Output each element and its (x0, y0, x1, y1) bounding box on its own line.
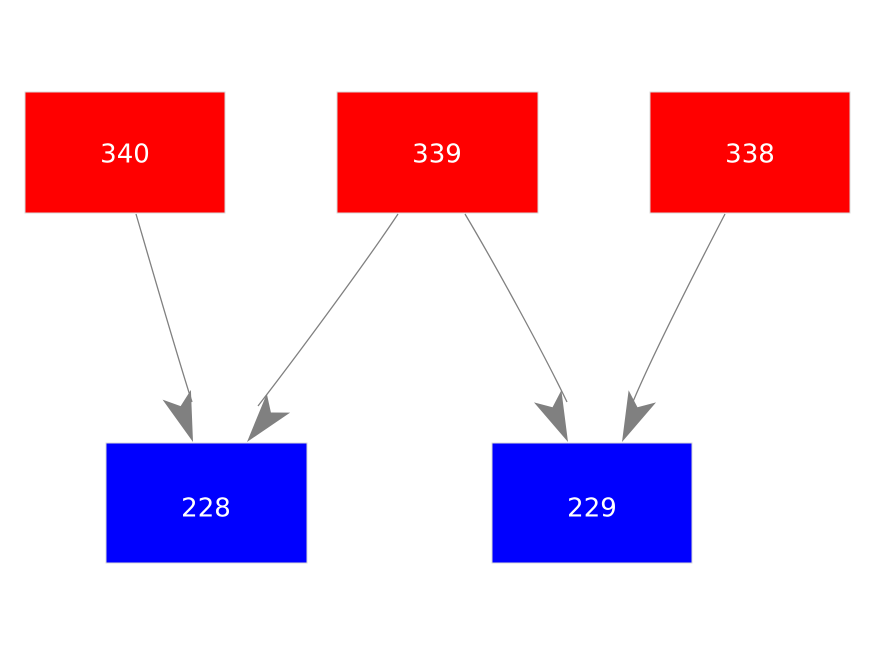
node-228-label: 228 (181, 494, 231, 524)
node-340[interactable]: 340 (24, 91, 226, 214)
edge-line (257, 213, 399, 407)
node-layer: 340 339 338 228 229 (24, 91, 851, 564)
node-229-box[interactable] (491, 442, 693, 564)
node-228-box[interactable] (105, 442, 308, 564)
edge-line (135, 213, 193, 403)
arrowhead-icon (247, 393, 291, 442)
edge-339-to-228[interactable] (235, 213, 399, 451)
node-338[interactable]: 338 (649, 91, 851, 214)
node-338-label: 338 (725, 140, 775, 170)
node-339-label: 339 (412, 140, 462, 170)
arrowhead-icon (533, 390, 568, 442)
node-339[interactable]: 339 (336, 91, 539, 214)
node-229[interactable]: 229 (491, 442, 693, 564)
arrowhead-icon (622, 390, 657, 442)
node-340-box[interactable] (24, 91, 226, 214)
arrowhead-icon (162, 389, 193, 442)
edge-layer (135, 213, 726, 451)
node-339-box[interactable] (336, 91, 539, 214)
edge-340-to-228[interactable] (135, 213, 207, 447)
node-229-label: 229 (567, 494, 617, 524)
edge-line (631, 213, 726, 405)
node-338-box[interactable] (649, 91, 851, 214)
edge-338-to-229[interactable] (608, 213, 726, 448)
edge-339-to-229[interactable] (464, 213, 582, 448)
node-340-label: 340 (100, 140, 150, 170)
edge-line (464, 213, 568, 403)
node-228[interactable]: 228 (105, 442, 308, 564)
